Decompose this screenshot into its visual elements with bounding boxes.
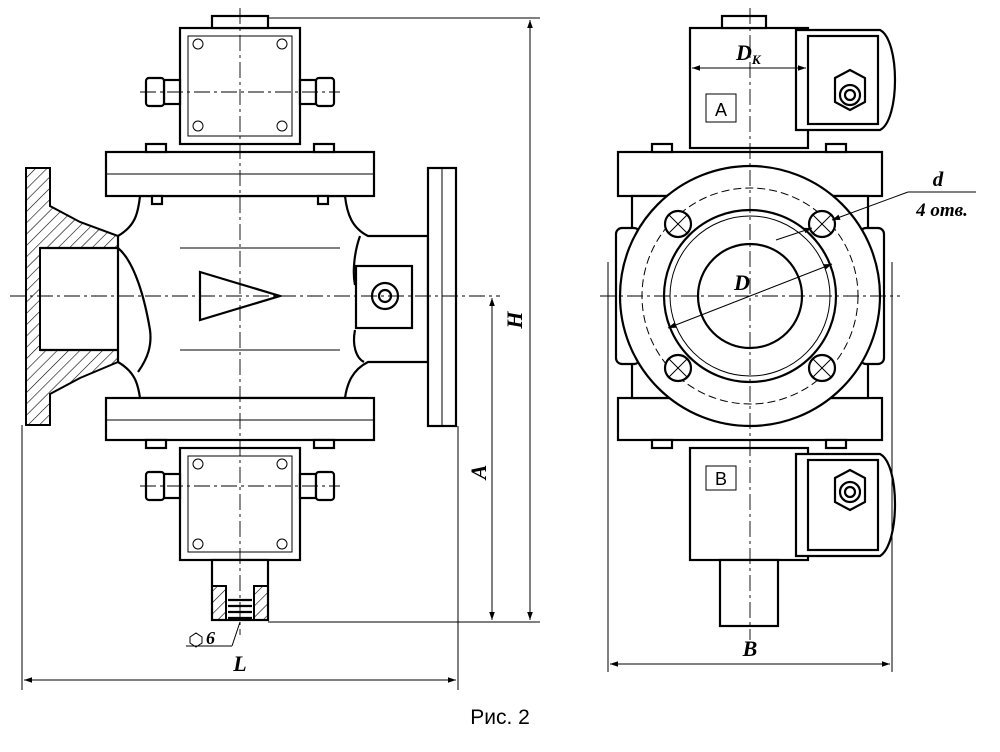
hole-diameter-label: d	[933, 167, 944, 191]
hex-size-label: 6	[206, 628, 215, 648]
side-plug	[354, 264, 414, 330]
dim-A-label: A	[466, 465, 491, 482]
inlet-flange	[25, 167, 119, 426]
figure-caption: Рис. 2	[470, 706, 530, 729]
coil-top-side: A	[688, 14, 897, 150]
dim-D-label: D	[733, 270, 750, 295]
hex-callout: 6	[186, 621, 241, 648]
coil-B-label: B	[715, 469, 727, 489]
dim-B-label: B	[742, 636, 758, 661]
dim-L-label: L	[232, 651, 246, 676]
dim-D-line	[667, 263, 833, 329]
valve-drawing: L H A 6 A	[10, 8, 976, 690]
dim-H-label: H	[502, 311, 527, 330]
front-view: L H A 6	[10, 8, 540, 690]
holes-callout: d 4 отв.	[775, 167, 976, 241]
side-view: A	[600, 8, 976, 672]
coil-bottom-side: B	[688, 446, 897, 628]
dim-Dk-label: DК	[735, 40, 762, 67]
coil-A-label: A	[715, 100, 727, 120]
hole-count-label: 4 отв.	[915, 200, 968, 221]
outlet-flange	[426, 166, 458, 428]
